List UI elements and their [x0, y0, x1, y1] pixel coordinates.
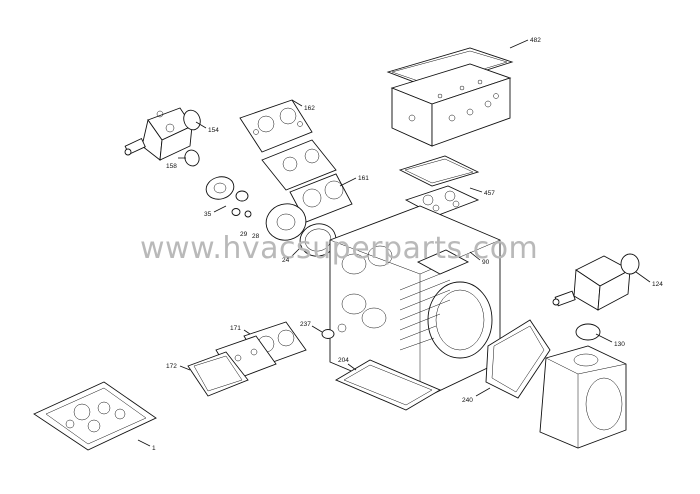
part-204-base-gasket: [335, 359, 441, 411]
callout-130: 130: [614, 341, 625, 348]
part-161-valve-plate: [261, 139, 353, 223]
callout-171: 171: [230, 325, 241, 332]
watermark-text: www.hvacsuperparts.com: [140, 231, 538, 266]
callout-457: 457: [484, 190, 495, 197]
callout-29: 29: [240, 231, 248, 238]
part-130-pump-housing: [539, 345, 627, 449]
callout-240: 240: [462, 397, 473, 404]
callout-482: 482: [530, 37, 541, 44]
part-154-unloader-valve: [124, 107, 201, 167]
part-457-valve-plate: [398, 155, 480, 217]
part-482-terminal-box: [386, 47, 514, 147]
compressor-crankcase: [329, 205, 501, 401]
callout-161: 161: [358, 175, 369, 182]
part-172-gasket: [187, 351, 249, 397]
callout-28: 28: [252, 233, 260, 240]
callout-24: 24: [282, 257, 290, 264]
part-240-end-gasket: [485, 319, 551, 399]
part-124-oil-pump: [552, 253, 640, 341]
callout-204: 204: [338, 357, 349, 364]
callout-1: 1: [152, 445, 156, 452]
callout-172: 172: [166, 363, 177, 370]
part-35-flange: [205, 176, 252, 218]
callout-237: 237: [300, 321, 311, 328]
callout-35: 35: [204, 211, 212, 218]
callout-158: 158: [166, 163, 177, 170]
part-1-gasket-kit: [33, 381, 157, 451]
callout-124: 124: [652, 281, 663, 288]
callout-154: 154: [208, 127, 219, 134]
callout-162: 162: [304, 105, 315, 112]
part-162-head-gasket: [239, 99, 313, 153]
part-237-o-ring: [321, 329, 335, 339]
callout-90: 90: [482, 259, 490, 266]
part-24-bearing-cover: [265, 203, 337, 257]
leader-lines: [137, 39, 651, 447]
